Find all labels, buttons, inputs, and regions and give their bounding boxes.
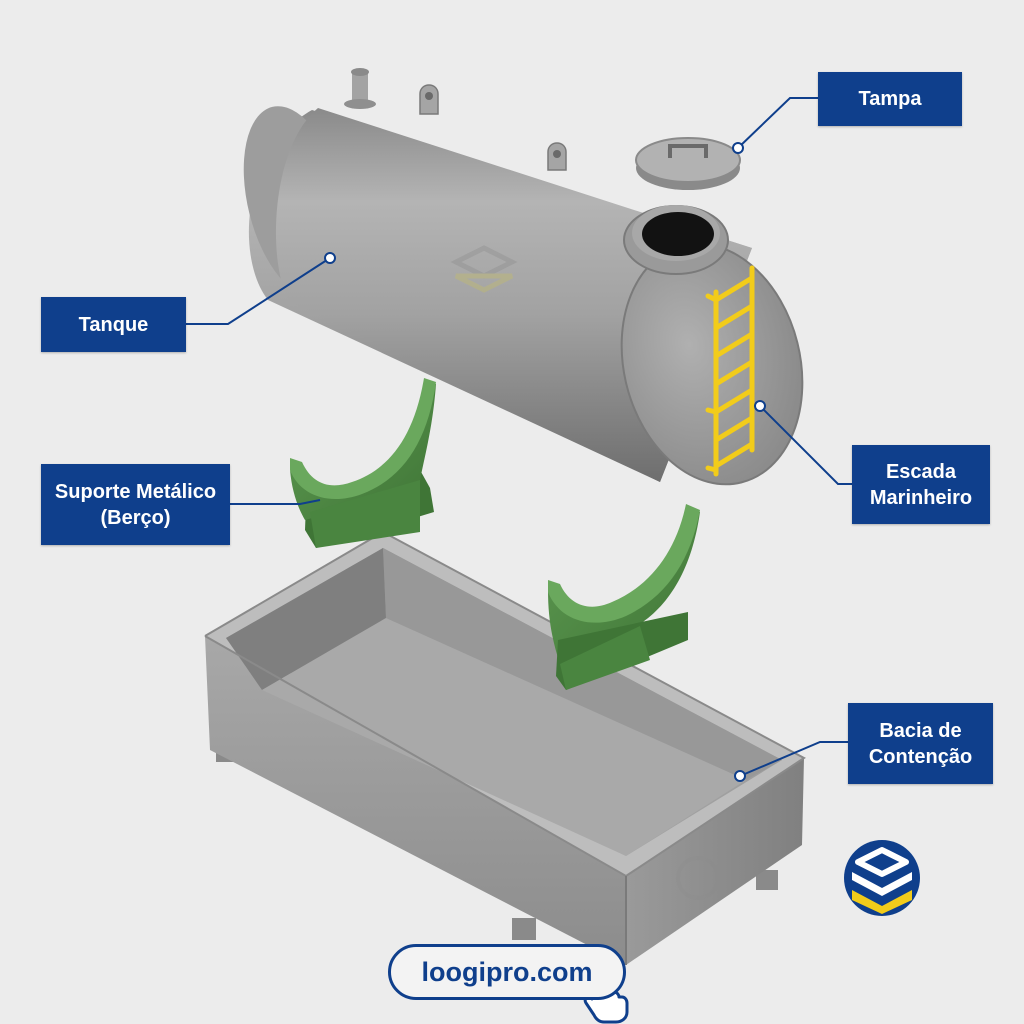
lifting-lug xyxy=(419,84,439,115)
label-tampa: Tampa xyxy=(818,72,962,126)
basin-side-wall xyxy=(626,758,804,965)
label-tampa-text: Tampa xyxy=(858,88,922,110)
watermark-logo-icon xyxy=(676,856,720,900)
manway-opening xyxy=(642,212,714,256)
saddle-support-right xyxy=(548,504,700,690)
saddle-support-left xyxy=(290,378,436,548)
label-bacia-contencao: Bacia de Contenção xyxy=(848,703,993,784)
ship-ladder xyxy=(705,265,755,477)
containment-basin xyxy=(204,530,806,965)
label-bacia-line1: Bacia de xyxy=(879,719,962,742)
brand-url-text: loogipro.com xyxy=(421,956,593,987)
basin-foot xyxy=(756,870,778,890)
lid-handle xyxy=(668,144,708,158)
leader-lines xyxy=(186,97,852,782)
basin-floor xyxy=(262,618,746,856)
basin-front-wall xyxy=(205,636,626,965)
lifting-lug xyxy=(547,142,567,171)
label-escada-line2: Marinheiro xyxy=(869,486,973,509)
label-tanque: Tanque xyxy=(41,297,186,352)
label-suporte-line1: Suporte Metálico xyxy=(54,480,217,503)
brand-url-link[interactable]: loogipro.com xyxy=(388,944,626,1000)
basin-foot xyxy=(512,918,536,940)
label-escada-marinheiro: Escada Marinheiro xyxy=(852,445,990,524)
basin-inner-wall xyxy=(226,548,386,690)
watermark-logo-icon xyxy=(450,245,518,293)
loogipro-cube-logo-icon xyxy=(844,840,920,916)
tank xyxy=(243,68,804,486)
label-suporte-metalico: Suporte Metálico (Berço) xyxy=(41,464,230,545)
tank-nozzle xyxy=(352,72,368,104)
label-bacia-line2: Contenção xyxy=(868,745,973,768)
label-tanque-text: Tanque xyxy=(78,313,149,336)
label-suporte-line2: (Berço) xyxy=(100,506,171,529)
manway-lid xyxy=(635,137,741,190)
label-escada-line1: Escada xyxy=(885,460,957,483)
